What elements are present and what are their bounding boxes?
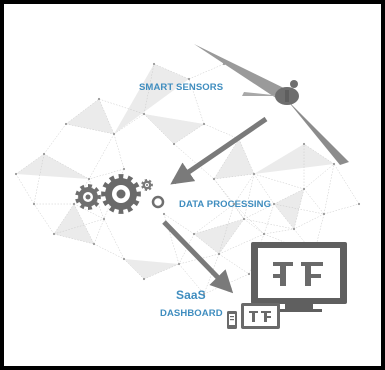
arrow-processing-to-dashboard [162, 220, 234, 294]
phone-icon [227, 311, 237, 329]
gears-icon [75, 174, 165, 214]
wind-turbine-icon [194, 44, 349, 165]
smart-sensors-label: SMART SENSORS [139, 82, 223, 93]
tablet-icon [241, 303, 280, 329]
arrow-sensors-to-processing [170, 116, 268, 185]
iot-pipeline-diagram: SMART SENSORS DATA PROCESSING SaaS DASHB… [14, 44, 361, 329]
data-processing-label: DATA PROCESSING [179, 199, 271, 210]
dashboard-label: DASHBOARD [160, 308, 223, 319]
monitor-icon [251, 242, 347, 312]
saas-label: SaaS [176, 288, 206, 302]
network-background [14, 62, 361, 296]
